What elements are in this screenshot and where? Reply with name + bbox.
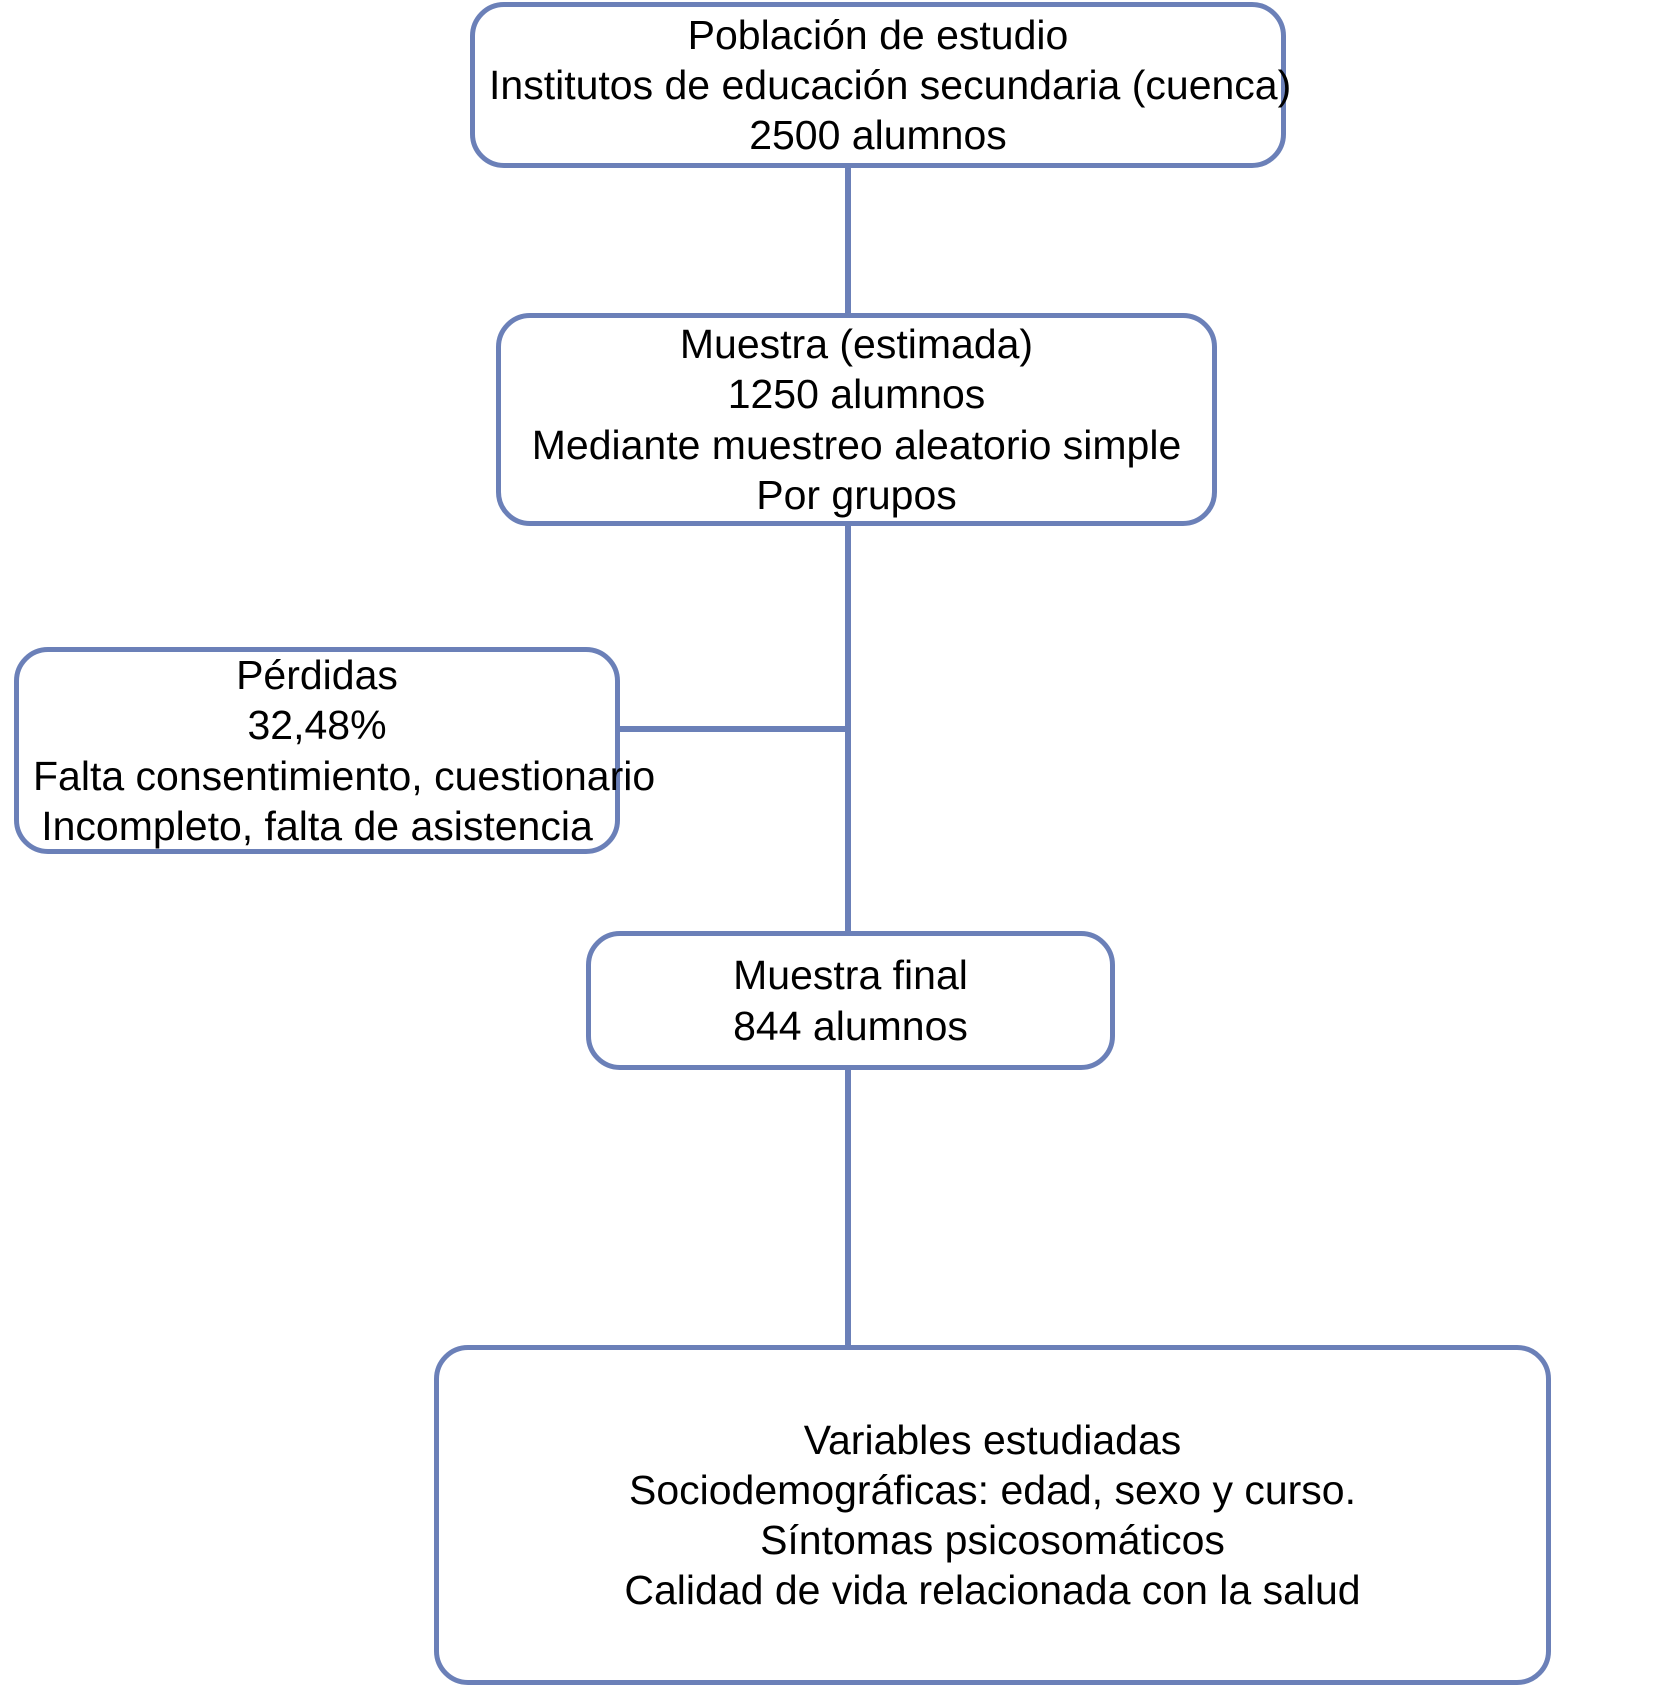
node-variables-line-4: Calidad de vida relacionada con la salud bbox=[624, 1567, 1361, 1614]
connector-muestra-final-to-variables bbox=[845, 1068, 851, 1348]
node-perdidas-line-4: Incompleto, falta de asistencia bbox=[41, 802, 593, 849]
node-muestra-final-line-2: 844 alumnos bbox=[733, 1002, 968, 1049]
node-muestra-estimada-line-1: Muestra (estimada) bbox=[679, 321, 1034, 368]
node-variables-line-1: Variables estudiadas bbox=[803, 1416, 1182, 1463]
node-muestra-final-line-1: Muestra final bbox=[733, 952, 968, 999]
node-muestra-estimada: Muestra (estimada) 1250 alumnos Mediante… bbox=[496, 313, 1217, 526]
node-poblacion-line-2: Institutos de educación secundaria (cuen… bbox=[489, 62, 1292, 108]
node-variables-line-3: Síntomas psicosomáticos bbox=[760, 1517, 1225, 1563]
node-variables-estudiadas: Variables estudiadas Sociodemográficas: … bbox=[434, 1345, 1551, 1685]
node-muestra-final: Muestra final 844 alumnos bbox=[586, 931, 1115, 1070]
node-poblacion-de-estudio: Población de estudio Institutos de educa… bbox=[470, 2, 1292, 168]
connector-perdidas-to-trunk bbox=[618, 726, 848, 732]
node-perdidas-line-1: Pérdidas bbox=[236, 652, 398, 699]
node-perdidas: Pérdidas 32,48% Falta consentimiento, cu… bbox=[14, 647, 656, 854]
node-muestra-estimada-line-2: 1250 alumnos bbox=[727, 371, 986, 418]
connector-muestra-estimada-to-muestra-final bbox=[845, 523, 851, 934]
node-perdidas-line-3: Falta consentimiento, cuestionario bbox=[33, 752, 656, 799]
node-variables-line-2: Sociodemográficas: edad, sexo y curso. bbox=[629, 1466, 1356, 1513]
connector-poblacion-to-muestra-estimada bbox=[845, 166, 851, 316]
node-perdidas-line-2: 32,48% bbox=[247, 702, 387, 749]
node-poblacion-line-3: 2500 alumnos bbox=[749, 112, 1007, 159]
node-poblacion-line-1: Población de estudio bbox=[687, 11, 1069, 58]
node-muestra-estimada-line-4: Por grupos bbox=[756, 471, 957, 518]
node-muestra-estimada-line-3: Mediante muestreo aleatorio simple bbox=[531, 421, 1182, 468]
